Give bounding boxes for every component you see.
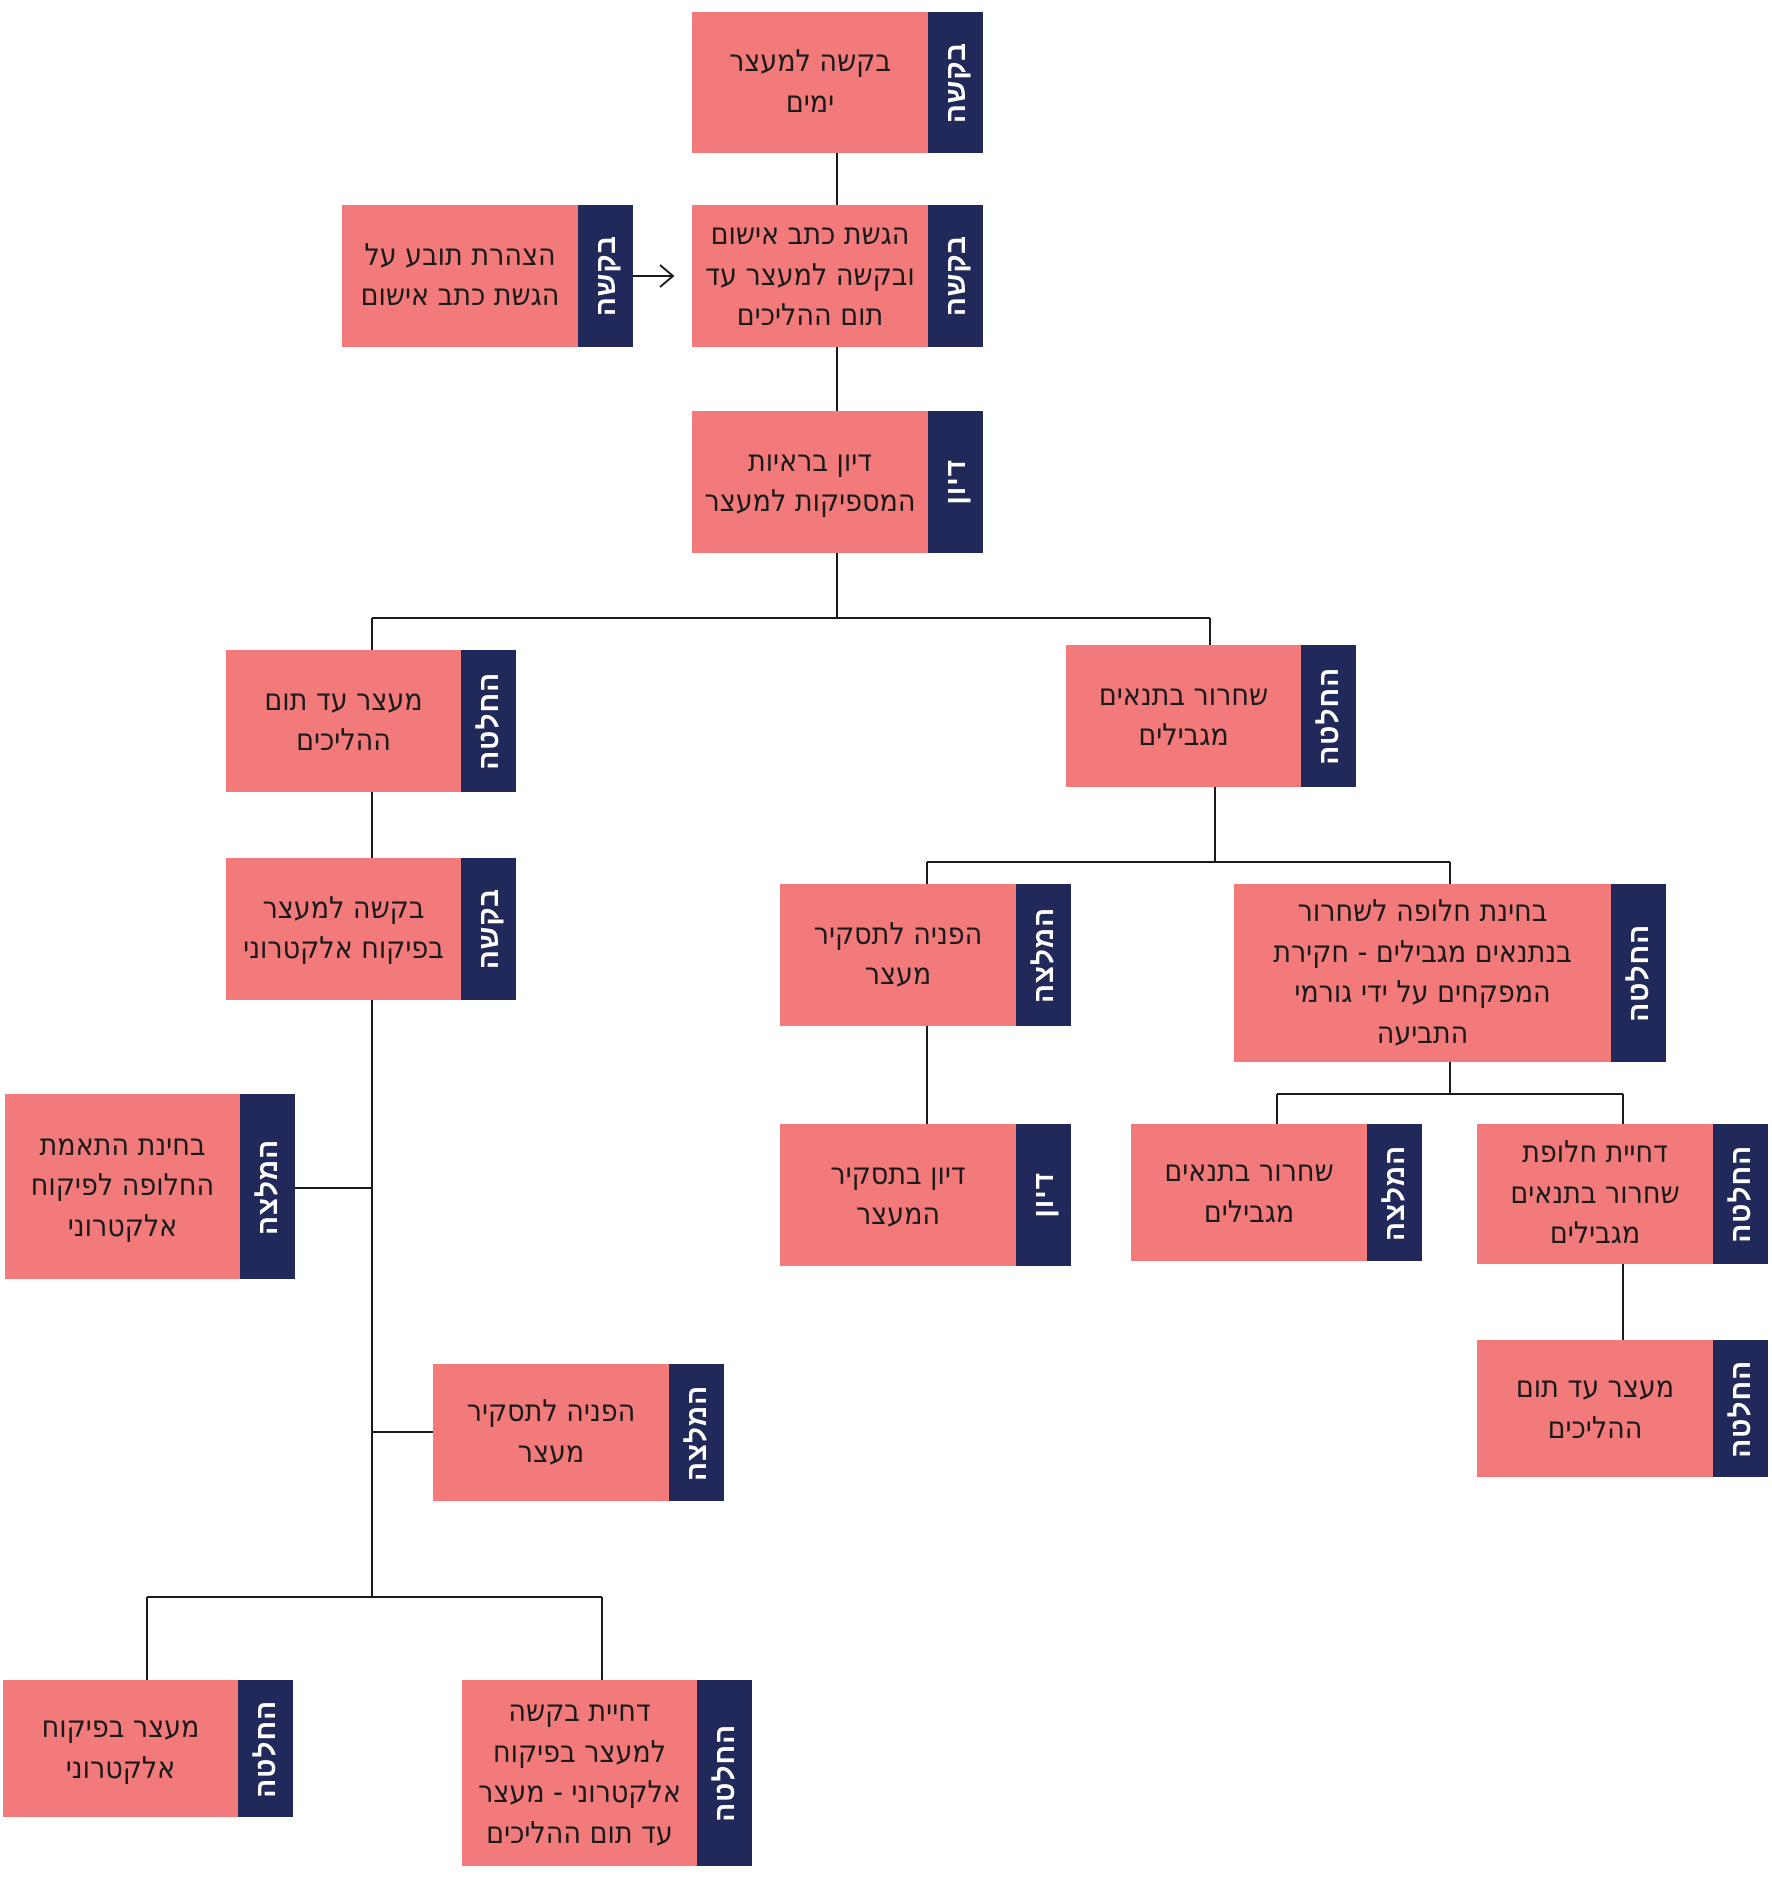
arrow-head (659, 264, 675, 288)
node-referral-report: הפניה לתסקיר מעצר המלצה (780, 884, 1071, 1026)
node-tag: בקשה (928, 205, 983, 347)
node-tag: המלצה (1367, 1124, 1422, 1261)
node-tag: החלטה (697, 1680, 752, 1866)
node-detention-until-end: מעצר עד תום ההליכים החלטה (226, 650, 516, 792)
node-referral-report-2: הפניה לתסקיר מעצר המלצה (433, 1364, 724, 1501)
node-hearing-evidence: דיון בראיות המספיקות למעצר דיון (692, 411, 983, 553)
node-request-days-detention: בקשה למעצר ימים בקשה (692, 12, 983, 153)
node-text: מעצר עד תום ההליכים (1477, 1340, 1713, 1477)
node-text: דחיית חלופת שחרור בתנאים מגבילים (1477, 1124, 1713, 1264)
node-text: מעצר בפיקוח אלקטרוני (3, 1680, 238, 1817)
node-tag: המלצה (669, 1364, 724, 1501)
node-text: בקשה למעצר בפיקוח אלקטרוני (226, 858, 461, 1000)
node-tag: דיון (928, 411, 983, 553)
node-reject-electronic: דחיית בקשה למעצר בפיקוח אלקטרוני - מעצר … (462, 1680, 752, 1866)
node-tag: החלטה (1713, 1340, 1768, 1477)
node-text: דיון בראיות המספיקות למעצר (692, 411, 928, 553)
node-tag: החלטה (1301, 645, 1356, 787)
node-text: שחרור בתנאים מגבילים (1131, 1124, 1367, 1261)
node-electronic-detention: מעצר בפיקוח אלקטרוני החלטה (3, 1680, 293, 1817)
node-electronic-monitoring-request: בקשה למעצר בפיקוח אלקטרוני בקשה (226, 858, 516, 1000)
node-text: בחינת התאמת החלופה לפיקוח אלקטרוני (5, 1094, 240, 1279)
node-detention-until-end-2: מעצר עד תום ההליכים החלטה (1477, 1340, 1768, 1477)
connector (371, 553, 1211, 650)
node-tag: המלצה (240, 1094, 295, 1279)
node-tag: החלטה (238, 1680, 293, 1817)
node-reject-alternative: דחיית חלופת שחרור בתנאים מגבילים החלטה (1477, 1124, 1768, 1264)
node-text: בחינת חלופה לשחרור בנתנאים מגבילים - חקי… (1234, 884, 1611, 1062)
node-recommend-conditional-release: שחרור בתנאים מגבילים המלצה (1131, 1124, 1422, 1261)
node-indictment-request: הגשת כתב אישום ובקשה למעצר עד תום ההליכי… (692, 205, 983, 347)
node-text: הגשת כתב אישום ובקשה למעצר עד תום ההליכי… (692, 205, 928, 347)
node-tag: החלטה (461, 650, 516, 792)
connector (926, 787, 1451, 884)
node-tag: המלצה (1016, 884, 1071, 1026)
node-prosecutor-declaration: הצהרת תובע על הגשת כתב אישום בקשה (342, 205, 633, 347)
node-text: מעצר עד תום ההליכים (226, 650, 461, 792)
node-text: הפניה לתסקיר מעצר (433, 1364, 669, 1501)
node-tag: בקשה (928, 12, 983, 153)
node-text: הפניה לתסקיר מעצר (780, 884, 1016, 1026)
node-text: הצהרת תובע על הגשת כתב אישום (342, 205, 578, 347)
node-tag: החלטה (1611, 884, 1666, 1062)
node-tag: החלטה (1713, 1124, 1768, 1264)
node-conditional-release: שחרור בתנאים מגבילים החלטה (1066, 645, 1356, 787)
node-text: דחיית בקשה למעצר בפיקוח אלקטרוני - מעצר … (462, 1680, 697, 1866)
connector (146, 1000, 603, 1680)
node-text: דיון בתסקיר המעצר (780, 1124, 1016, 1266)
connector (1276, 1062, 1624, 1124)
node-tag: בקשה (578, 205, 633, 347)
node-alternative-review: בחינת חלופה לשחרור בנתנאים מגבילים - חקי… (1234, 884, 1666, 1062)
node-text: בקשה למעצר ימים (692, 12, 928, 153)
node-tag: בקשה (461, 858, 516, 1000)
node-tag: דיון (1016, 1124, 1071, 1266)
node-text: שחרור בתנאים מגבילים (1066, 645, 1301, 787)
node-hearing-report: דיון בתסקיר המעצר דיון (780, 1124, 1071, 1266)
node-electronic-suitability: בחינת התאמת החלופה לפיקוח אלקטרוני המלצה (5, 1094, 295, 1279)
